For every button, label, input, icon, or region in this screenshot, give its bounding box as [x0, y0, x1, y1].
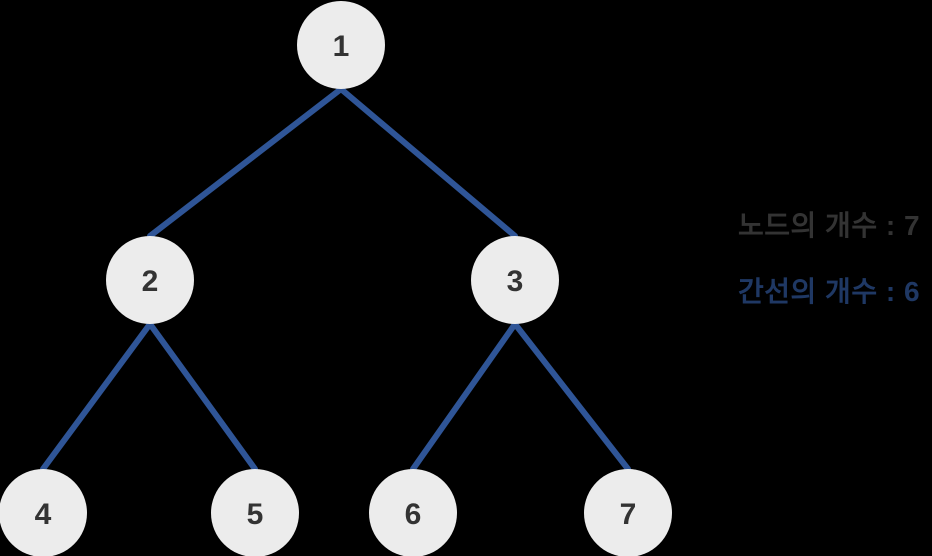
tree-edge-3-6	[410, 321, 518, 472]
tree-node-circle-6	[369, 469, 457, 556]
tree-node-circle-3	[471, 236, 559, 324]
tree-node-3: 3	[471, 236, 559, 324]
tree-node-circle-5	[211, 469, 299, 556]
tree-node-circle-4	[0, 469, 87, 556]
tree-node-6: 6	[369, 469, 457, 556]
tree-edge-3-7	[512, 321, 631, 472]
tree-node-4: 4	[0, 469, 87, 556]
tree-node-label-4: 4	[35, 498, 52, 531]
tree-node-1: 1	[297, 1, 385, 89]
tree-node-circle-7	[584, 469, 672, 556]
tree-node-label-7: 7	[620, 498, 637, 531]
tree-edge-1-3	[338, 86, 518, 239]
tree-node-circle-1	[297, 1, 385, 89]
node-count-label: 노드의 개수 : 7	[738, 210, 921, 241]
tree-node-2: 2	[106, 236, 194, 324]
edge-count-label: 간선의 개수 : 6	[738, 276, 921, 307]
tree-edge-1-2	[147, 86, 344, 239]
annotations: 노드의 개수 : 7 간선의 개수 : 6	[738, 212, 920, 306]
tree-edge-2-5	[147, 321, 258, 472]
tree-edge-2-4	[40, 321, 153, 472]
tree-node-7: 7	[584, 469, 672, 556]
tree-node-label-1: 1	[333, 30, 350, 63]
tree-node-label-5: 5	[247, 498, 264, 531]
tree-node-label-2: 2	[142, 265, 159, 298]
tree-node-5: 5	[211, 469, 299, 556]
tree-node-label-3: 3	[507, 265, 524, 298]
tree-node-label-6: 6	[405, 498, 422, 531]
tree-node-circle-2	[106, 236, 194, 324]
